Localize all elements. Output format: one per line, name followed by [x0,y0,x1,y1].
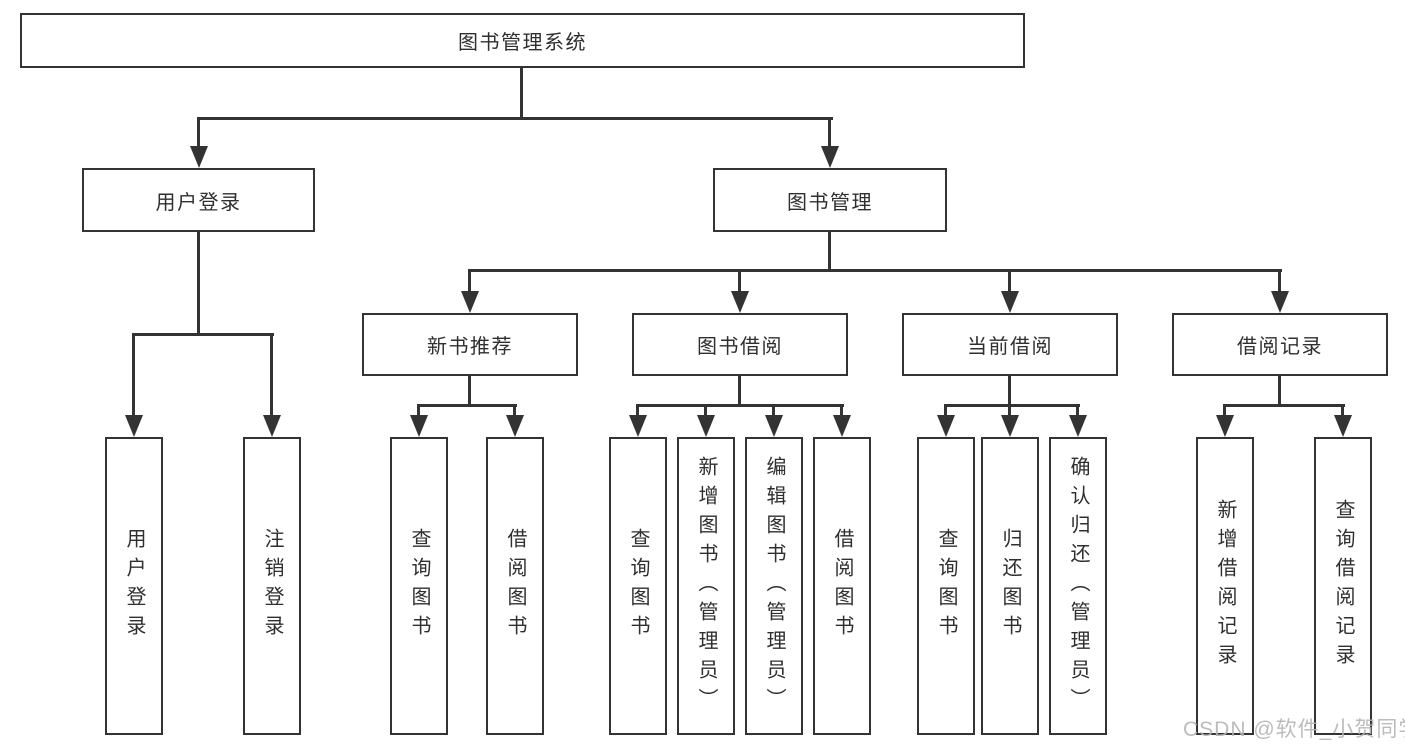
node-borrowing-records: 借阅记录 [1172,313,1388,376]
connector-line [1278,269,1281,293]
connector-line [828,117,831,148]
node-current-borrowing: 当前借阅 [902,313,1118,376]
connector-line [468,269,471,293]
leaf-edit-books-admin: 编辑图书（管理员） [745,437,803,735]
connector-line [704,404,707,417]
node-new-book-recommend: 新书推荐 [362,313,578,376]
connector-line [417,404,420,417]
arrow-down-icon [1334,415,1352,437]
connector-line [1076,404,1079,417]
connector-line [513,404,516,417]
connector-line [1008,404,1011,417]
node-library-management-system: 图书管理系统 [20,13,1025,68]
connector-line [944,404,1080,407]
arrow-down-icon [697,415,715,437]
arrow-down-icon [937,415,955,437]
arrow-down-icon [629,415,647,437]
leaf-recommend-borrow-books: 借阅图书 [486,437,544,735]
connector-line [840,404,843,417]
connector-line [520,68,523,120]
connector-line [468,269,1282,272]
leaf-logout: 注销登录 [243,437,301,735]
arrow-down-icon [125,415,143,437]
arrow-down-icon [821,146,839,168]
leaf-add-borrow-record: 新增借阅记录 [1196,437,1254,735]
connector-line [1008,376,1011,407]
connector-line [1008,269,1011,293]
leaf-add-books-admin: 新增图书（管理员） [677,437,735,735]
arrow-down-icon [1271,291,1289,313]
node-book-management-branch: 图书管理 [713,168,947,232]
connector-line [417,404,517,407]
arrow-down-icon [263,415,281,437]
connector-line [1223,404,1226,417]
csdn-watermark: CSDN @软件_小贺同学 [1183,718,1405,741]
connector-line [270,333,273,417]
arrow-down-icon [833,415,851,437]
arrow-down-icon [1001,415,1019,437]
arrow-down-icon [506,415,524,437]
arrow-down-icon [461,291,479,313]
leaf-borrowing-borrow-books: 借阅图书 [813,437,871,735]
connector-line [468,376,471,407]
arrow-down-icon [765,415,783,437]
connector-line [1341,404,1344,417]
arrow-down-icon [731,291,749,313]
connector-line [828,232,831,272]
arrow-down-icon [410,415,428,437]
connector-line [132,333,274,336]
connector-line [636,404,844,407]
connector-line [1223,404,1345,407]
connector-line [772,404,775,417]
node-user-login-branch: 用户登录 [82,168,315,232]
connector-line [197,232,200,336]
connector-line [197,117,200,148]
arrow-down-icon [1069,415,1087,437]
arrow-down-icon [1216,415,1234,437]
node-book-borrowing: 图书借阅 [632,313,848,376]
connector-line [636,404,639,417]
leaf-return-books: 归还图书 [981,437,1039,735]
leaf-current-query-books: 查询图书 [917,437,975,735]
leaf-recommend-query-books: 查询图书 [390,437,448,735]
leaf-query-borrow-record: 查询借阅记录 [1314,437,1372,735]
leaf-borrowing-query-books: 查询图书 [609,437,667,735]
leaf-user-login: 用户登录 [105,437,163,735]
connector-line [944,404,947,417]
connector-line [738,376,741,407]
connector-line [132,333,135,417]
connector-line [738,269,741,293]
connector-line [1278,376,1281,407]
arrow-down-icon [1001,291,1019,313]
leaf-confirm-return-admin: 确认归还（管理员） [1049,437,1107,735]
connector-line [197,117,833,120]
arrow-down-icon [190,146,208,168]
